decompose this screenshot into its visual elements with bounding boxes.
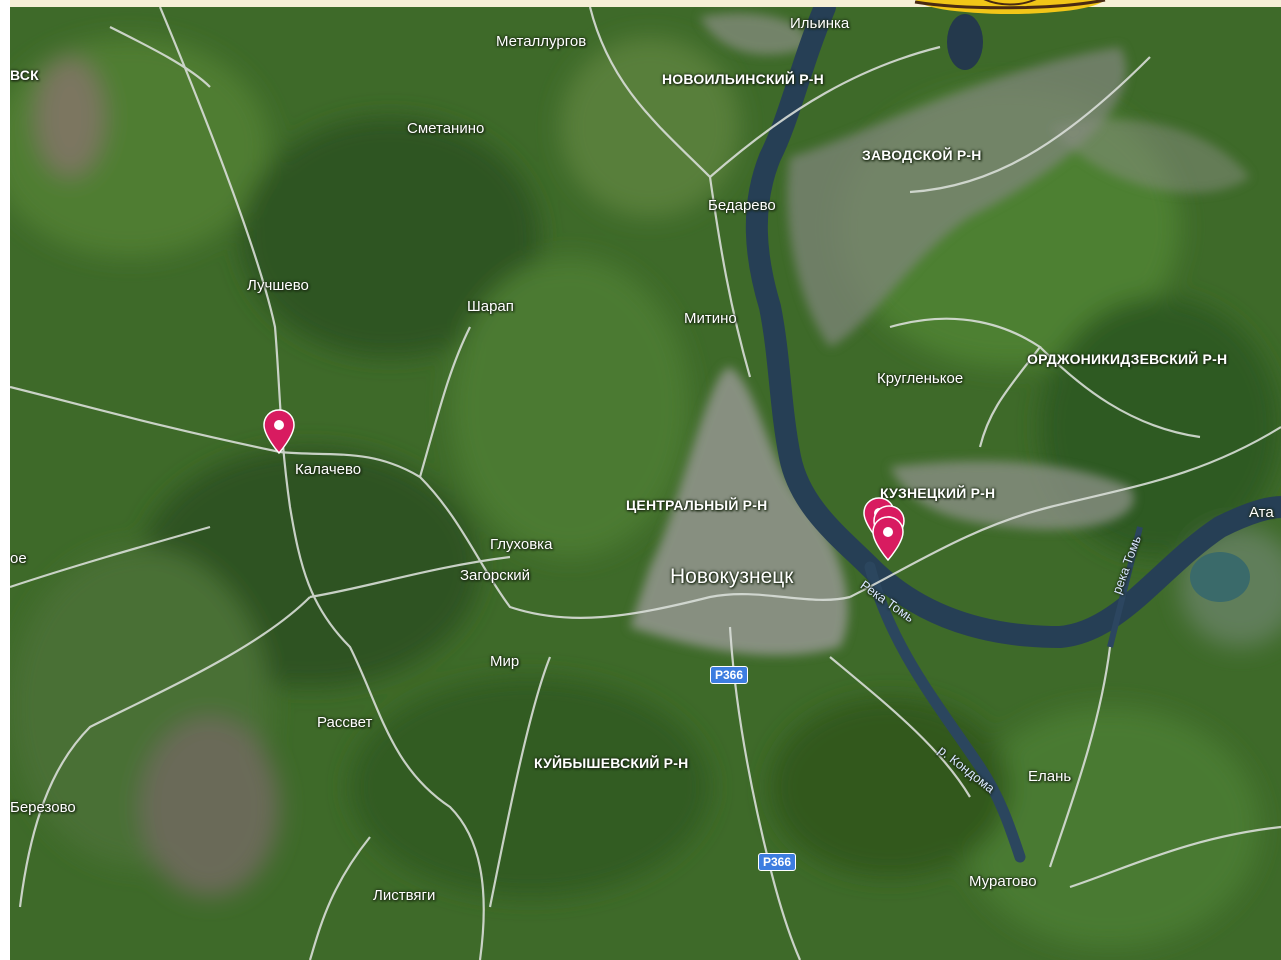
place-label-bedarevo: Бедарево bbox=[708, 197, 776, 214]
district-label-ordzhonikidzevsky: ОРДЖОНИКИДЗЕВСКИЙ Р-Н bbox=[1027, 351, 1228, 367]
place-label-metallurgov: Металлургов bbox=[496, 33, 587, 50]
place-label-mir: Мир bbox=[490, 653, 520, 670]
place-label-mitino: Митино bbox=[684, 310, 737, 327]
map-marker-kuznetsky-3[interactable] bbox=[872, 516, 904, 562]
city-label-novokuznetsk: Новокузнецк bbox=[670, 565, 794, 588]
place-label-kruglenkoe: Кругленькое bbox=[877, 370, 964, 387]
left-margin bbox=[0, 0, 10, 960]
place-label-berezovo: Березово bbox=[10, 799, 76, 816]
urban-areas bbox=[630, 13, 1250, 656]
place-label-kalachevo: Калачево bbox=[295, 461, 362, 478]
roads bbox=[10, 7, 1281, 960]
road-shield-r366-north: Р366 bbox=[710, 666, 749, 684]
place-label-elan: Елань bbox=[1028, 768, 1072, 785]
place-label-ata: Ата bbox=[1249, 504, 1274, 521]
logo-icon bbox=[914, 0, 1106, 14]
map-terrain bbox=[10, 7, 1281, 960]
district-label-tsentralny: ЦЕНТРАЛЬНЫЙ Р-Н bbox=[626, 497, 768, 513]
place-label-sharap: Шарап bbox=[467, 298, 514, 315]
place-label-listvyagi: Листвяги bbox=[373, 887, 436, 904]
district-label-kuibyshevsky: КУЙБЫШЕВСКИЙ Р-Н bbox=[534, 755, 689, 771]
rivers bbox=[745, 7, 1281, 863]
place-label-zagorsky: Загорский bbox=[460, 567, 531, 584]
road-shield-r366-south: Р366 bbox=[758, 853, 797, 871]
place-label-rassvet: Рассвет bbox=[317, 714, 373, 731]
top-banner-strip bbox=[0, 0, 1281, 7]
place-label-oe: ое bbox=[10, 550, 27, 567]
district-label-zavodskoy: ЗАВОДСКОЙ Р-Н bbox=[862, 147, 982, 163]
district-label-novoilinsky: НОВОИЛЬИНСКИЙ Р-Н bbox=[662, 71, 824, 87]
place-label-muratovo: Муратово bbox=[969, 873, 1037, 890]
district-label-kuznetsky: КУЗНЕЦКИЙ Р-Н bbox=[880, 485, 996, 501]
place-label-glukhovka: Глуховка bbox=[490, 536, 553, 553]
place-label-vsk: ВСК bbox=[10, 67, 39, 83]
place-label-luchshevo: Лучшево bbox=[247, 277, 309, 294]
satellite-map[interactable]: Ильинка Металлургов НОВОИЛЬИНСКИЙ Р-Н ВС… bbox=[10, 7, 1281, 960]
place-label-smetanino: Сметанино bbox=[407, 120, 485, 137]
place-label-ilinka: Ильинка bbox=[790, 15, 850, 32]
map-marker-kalachevo[interactable] bbox=[263, 409, 295, 455]
